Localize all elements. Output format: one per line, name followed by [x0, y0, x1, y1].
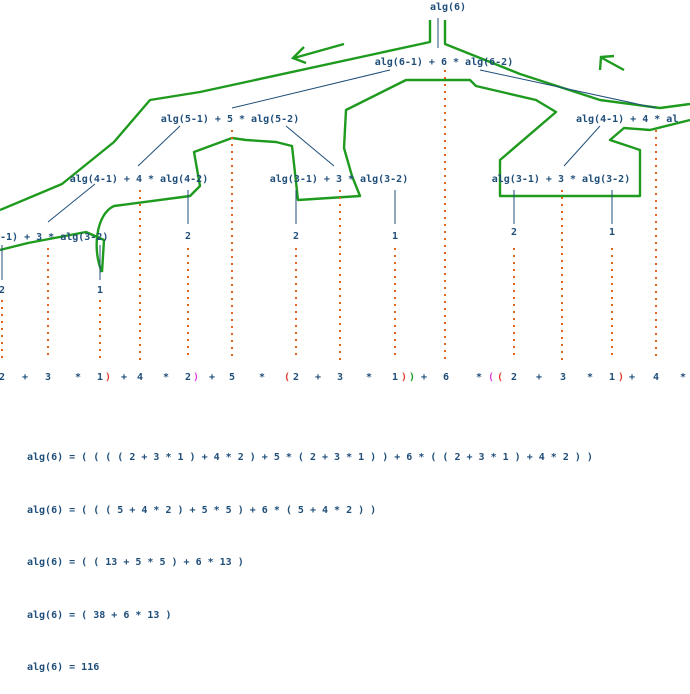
node-alg-5: alg(5-1) + 5 * alg(5-2) — [161, 114, 299, 125]
node-alg-3-right: alg(3-1) + 3 * alg(3-2) — [492, 174, 630, 185]
expression-token: + — [121, 372, 127, 383]
expression-token: * — [476, 372, 482, 383]
expression-token: 1 — [609, 372, 615, 383]
node-alg-3-left: -1) + 3 * alg(3-2) — [0, 232, 108, 243]
expression-token: 2 — [0, 372, 5, 383]
expression-token: ) — [401, 372, 407, 383]
expression-token: ( — [284, 372, 290, 383]
leaf-value: 1 — [392, 231, 398, 242]
expression-token: + — [536, 372, 542, 383]
expression-token: ) — [618, 372, 624, 383]
expression-token: 1 — [392, 372, 398, 383]
right-arrow-icon — [598, 54, 625, 72]
expression-token: * — [366, 372, 372, 383]
expression-token: * — [680, 372, 686, 383]
expression-token: * — [75, 372, 81, 383]
leaf-value: 2 — [511, 227, 517, 238]
derivation-step: alg(6) = ( ( 13 + 5 * 5 ) + 6 * 13 ) — [27, 557, 244, 568]
expression-token: 6 — [443, 372, 449, 383]
tree-edges — [1, 18, 657, 280]
expression-token: * — [587, 372, 593, 383]
expression-token: * — [163, 372, 169, 383]
derivation-step: alg(6) = 116 — [27, 662, 100, 673]
leaf-value: 2 — [185, 231, 191, 242]
left-arrow-icon — [290, 42, 345, 65]
node-alg-6: alg(6-1) + 6 * alg(6-2) — [375, 57, 513, 68]
expression-token: 3 — [337, 372, 343, 383]
dotted-guides — [1, 70, 657, 360]
expression-token: ( — [497, 372, 503, 383]
expression-token: ) — [193, 372, 199, 383]
expression-token: + — [421, 372, 427, 383]
expression-token: 2 — [511, 372, 517, 383]
root-node-label: alg(6) — [430, 2, 466, 13]
node-alg-3-middle: alg(3-1) + 3 * alg(3-2) — [270, 174, 408, 185]
expression-token: 4 — [653, 372, 659, 383]
expression-token: 3 — [560, 372, 566, 383]
traversal-outline — [0, 20, 690, 273]
expression-token: ) — [105, 372, 111, 383]
expression-token: 2 — [293, 372, 299, 383]
leaf-value: 1 — [609, 227, 615, 238]
derivation-step: alg(6) = ( ( ( ( 2 + 3 * 1 ) + 4 * 2 ) +… — [27, 452, 593, 463]
expression-token: 2 — [185, 372, 191, 383]
expression-token: 4 — [137, 372, 143, 383]
expression-token: + — [22, 372, 28, 383]
expression-token: ) — [409, 372, 415, 383]
expression-row: 2+3*1)+4*2)+5*(2+3*1))+6*((2+3*1)+4* — [0, 372, 686, 383]
expression-token: 3 — [45, 372, 51, 383]
leaf-value: 1 — [97, 285, 103, 296]
leaf-value: 2 — [0, 285, 5, 296]
expression-token: + — [209, 372, 215, 383]
recursion-tree-diagram: alg(6) alg(6-1) + 6 * alg(6-2) alg(5-1) … — [0, 2, 690, 383]
node-alg-4-left: alg(4-1) + 4 * alg(4-2) — [70, 174, 208, 185]
expression-token: 1 — [97, 372, 103, 383]
expression-token: + — [629, 372, 635, 383]
derivation-steps: alg(6) = ( ( ( ( 2 + 3 * 1 ) + 4 * 2 ) +… — [27, 414, 593, 694]
derivation-step: alg(6) = ( 38 + 6 * 13 ) — [27, 609, 172, 621]
expression-token: ( — [488, 372, 494, 383]
expression-token: + — [315, 372, 321, 383]
node-alg-4-right: alg(4-1) + 4 * al — [576, 114, 678, 125]
leaf-value: 2 — [293, 231, 299, 242]
expression-token: 5 — [229, 372, 235, 383]
derivation-step: alg(6) = ( ( ( 5 + 4 * 2 ) + 5 * 5 ) + 6… — [27, 504, 377, 516]
expression-token: * — [259, 372, 265, 383]
